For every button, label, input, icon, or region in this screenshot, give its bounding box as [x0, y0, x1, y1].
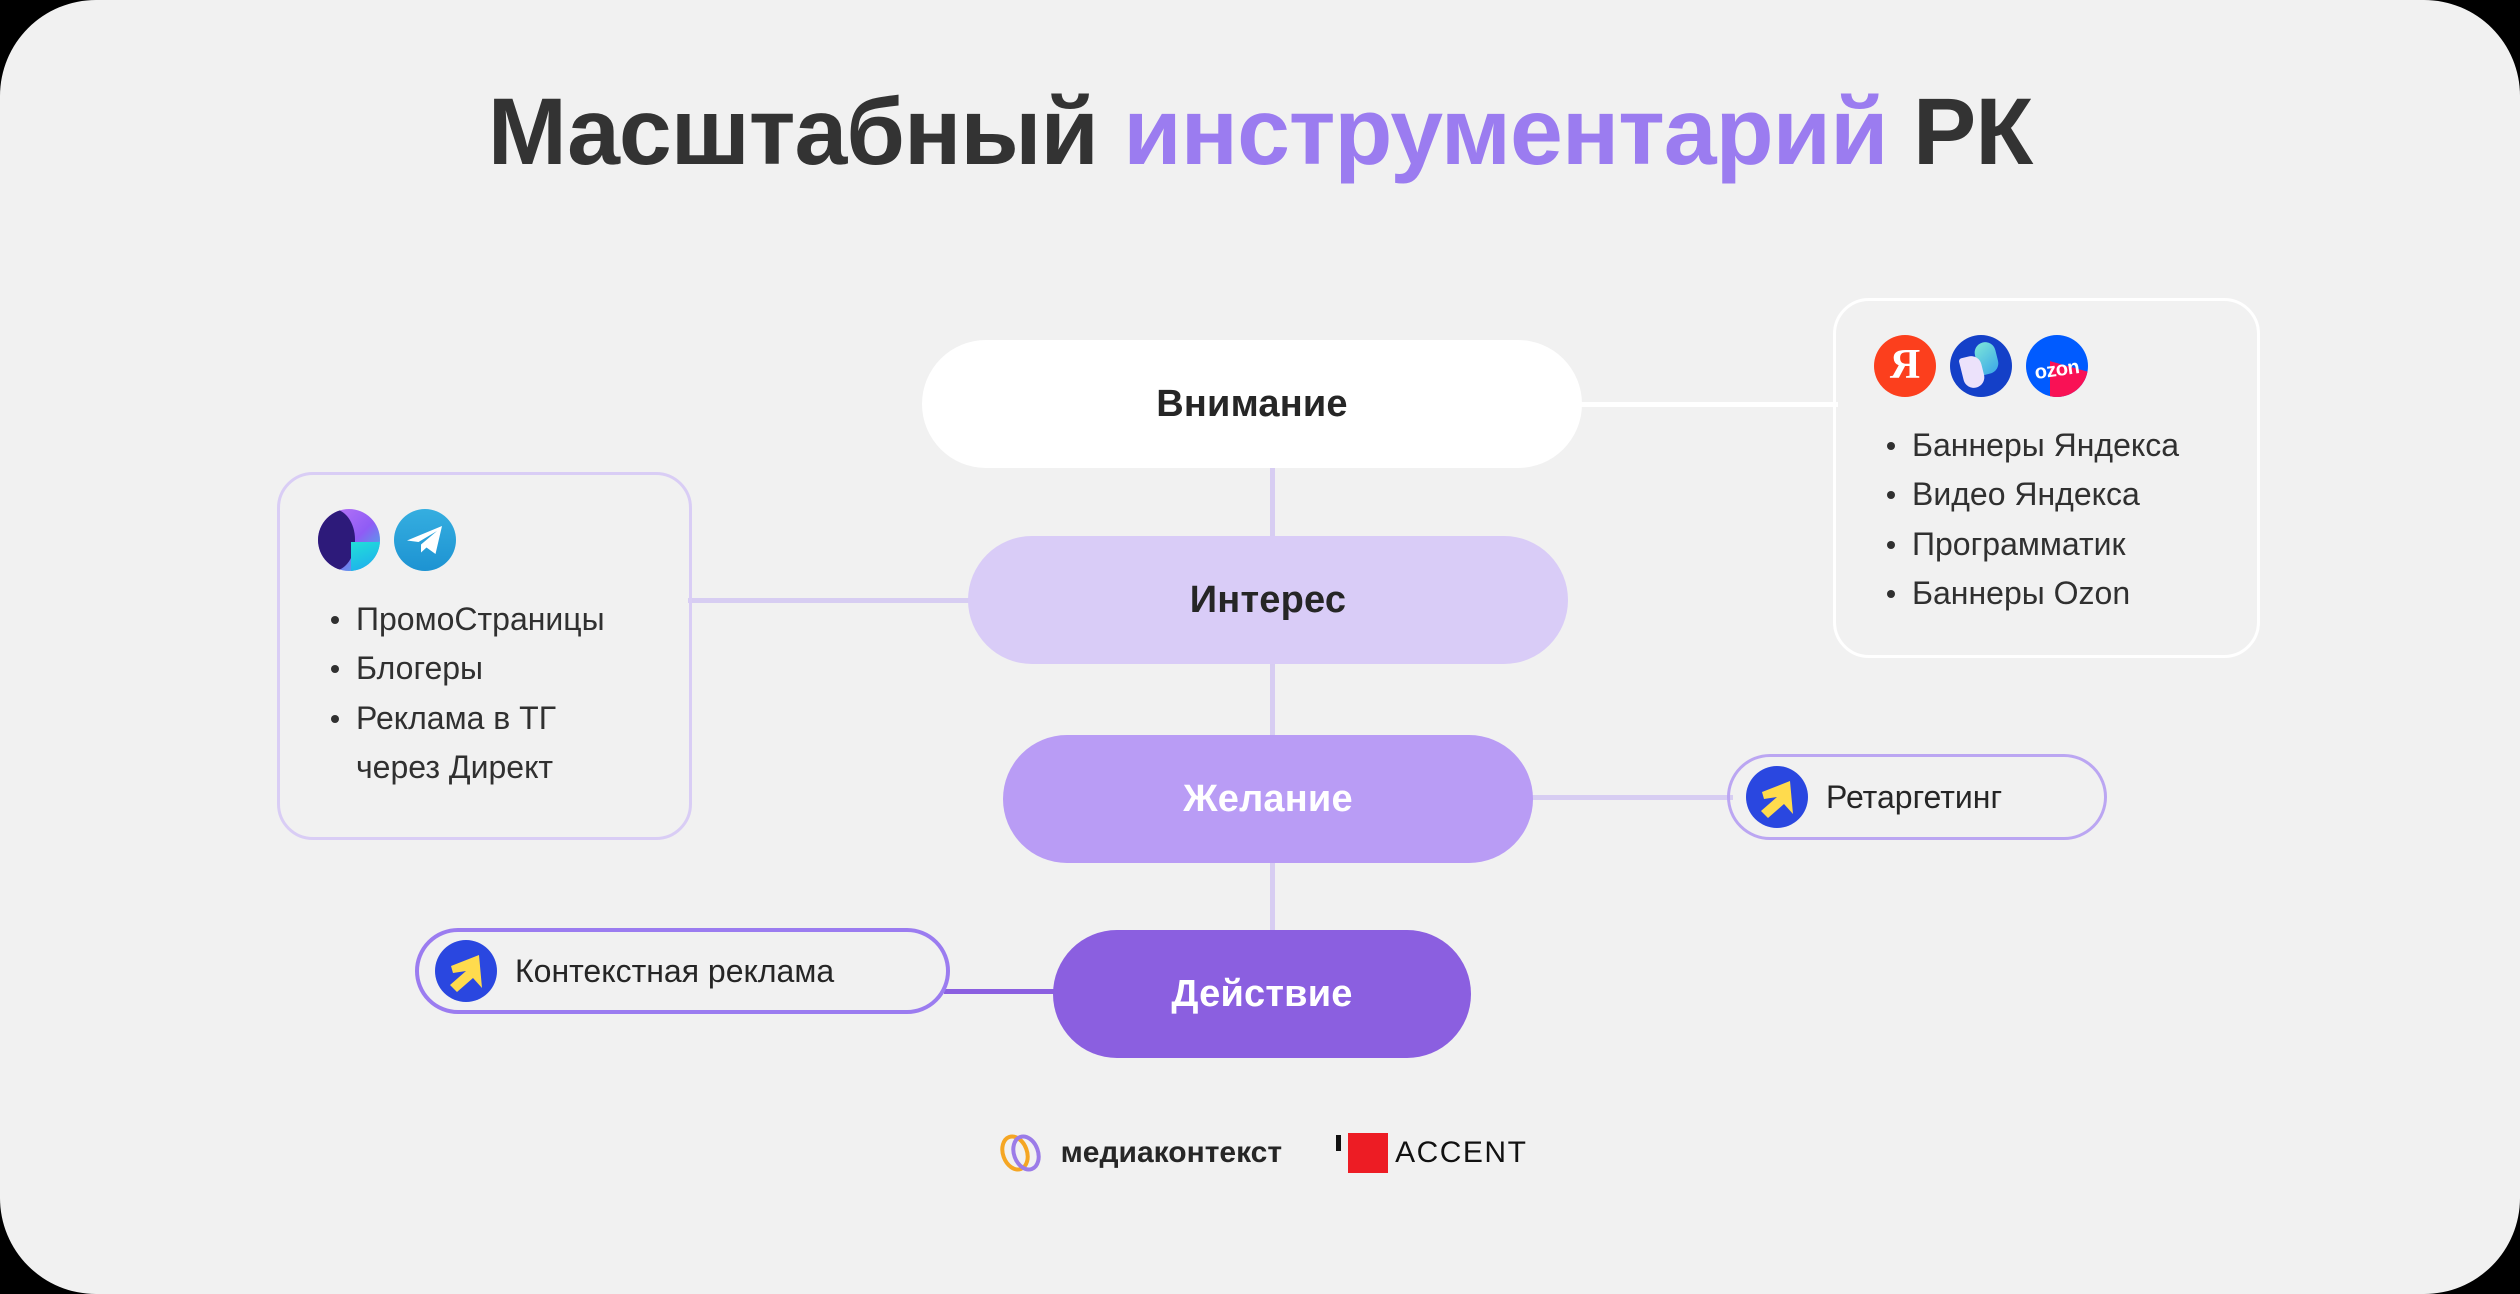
telegram-icon — [394, 509, 456, 571]
list-item: Видео Яндекса — [1874, 472, 2219, 517]
mediacontext-rings-icon — [999, 1134, 1041, 1172]
right-card-list: Баннеры Яндекса Видео Яндекса Программат… — [1874, 423, 2219, 617]
list-item: Блогеры — [318, 646, 651, 691]
context-ads-pill[interactable]: Контекстная реклама — [415, 928, 950, 1014]
accent-tick-icon — [1336, 1135, 1342, 1151]
funnel-stage-interest[interactable]: Интерес — [968, 536, 1568, 664]
stage-label: Внимание — [1156, 382, 1348, 425]
connector-action-context — [944, 989, 1062, 994]
stage-label: Желание — [1183, 777, 1353, 820]
connector-desire-retargeting — [1528, 795, 1733, 800]
left-card-list: ПромоСтраницы Блогеры Реклама в ТГ через… — [318, 597, 651, 791]
accent-wordmark: ACCENT — [1395, 1136, 1528, 1169]
funnel-stage-attention[interactable]: Внимание — [922, 340, 1582, 468]
connector-attention-right-card — [1578, 402, 1838, 407]
dzen-icon-quadrant — [351, 542, 380, 571]
mediacontext-logo: медиаконтекст — [993, 1130, 1282, 1176]
left-card-icon-row — [318, 509, 651, 571]
yandex-direct-icon — [435, 940, 497, 1002]
list-item: Реклама в ТГ — [318, 696, 651, 741]
yandex-icon: Я — [1874, 335, 1936, 397]
ozon-icon: ozon — [2026, 335, 2088, 397]
list-item: Баннеры Ozon — [1874, 571, 2219, 616]
title-accent: инструментарий — [1123, 79, 1888, 185]
funnel-stage-action[interactable]: Действие — [1053, 930, 1471, 1058]
left-channel-card: ПромоСтраницы Блогеры Реклама в ТГ через… — [277, 472, 692, 840]
stage-label: Интерес — [1189, 578, 1347, 621]
yandex-ads-icon — [1950, 335, 2012, 397]
list-item: Программатик — [1874, 522, 2219, 567]
connector-interest-desire — [1270, 664, 1275, 737]
mediacontext-wordmark: медиаконтекст — [1060, 1136, 1283, 1169]
pill-label: Ретаргетинг — [1826, 778, 2003, 815]
accent-square-icon — [1348, 1133, 1389, 1173]
title-part-1: Масштабный — [487, 79, 1124, 185]
title-part-2: РК — [1887, 79, 2033, 185]
dzen-icon-crescent — [318, 509, 356, 571]
right-card-icon-row: Я ozon — [1874, 335, 2219, 397]
right-channel-card: Я ozon Баннеры Яндекса Видео Яндекса Про… — [1833, 298, 2260, 658]
connector-attention-interest — [1270, 468, 1275, 538]
pill-label: Контекстная реклама — [515, 952, 835, 989]
accent-logo: ACCENT — [1336, 1133, 1527, 1173]
connector-desire-action — [1270, 863, 1275, 932]
stage-label: Действие — [1171, 972, 1353, 1015]
funnel-stage-desire[interactable]: Желание — [1003, 735, 1533, 863]
retargeting-pill[interactable]: Ретаргетинг — [1727, 754, 2107, 840]
connector-interest-left-card — [688, 598, 976, 603]
page-title: Масштабный инструментарий РК — [0, 78, 2520, 187]
dzen-icon — [318, 509, 380, 571]
list-item: ПромоСтраницы — [318, 597, 651, 642]
footer-logos: медиаконтекст ACCENT — [0, 1130, 2520, 1176]
list-item: через Директ — [356, 749, 554, 786]
yandex-direct-icon — [1746, 766, 1808, 828]
list-item: Баннеры Яндекса — [1874, 423, 2219, 468]
